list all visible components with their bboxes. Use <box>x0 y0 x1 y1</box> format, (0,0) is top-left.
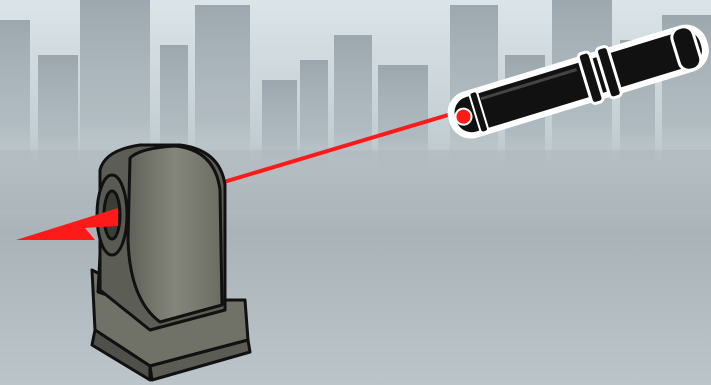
laser-scene <box>0 0 711 385</box>
